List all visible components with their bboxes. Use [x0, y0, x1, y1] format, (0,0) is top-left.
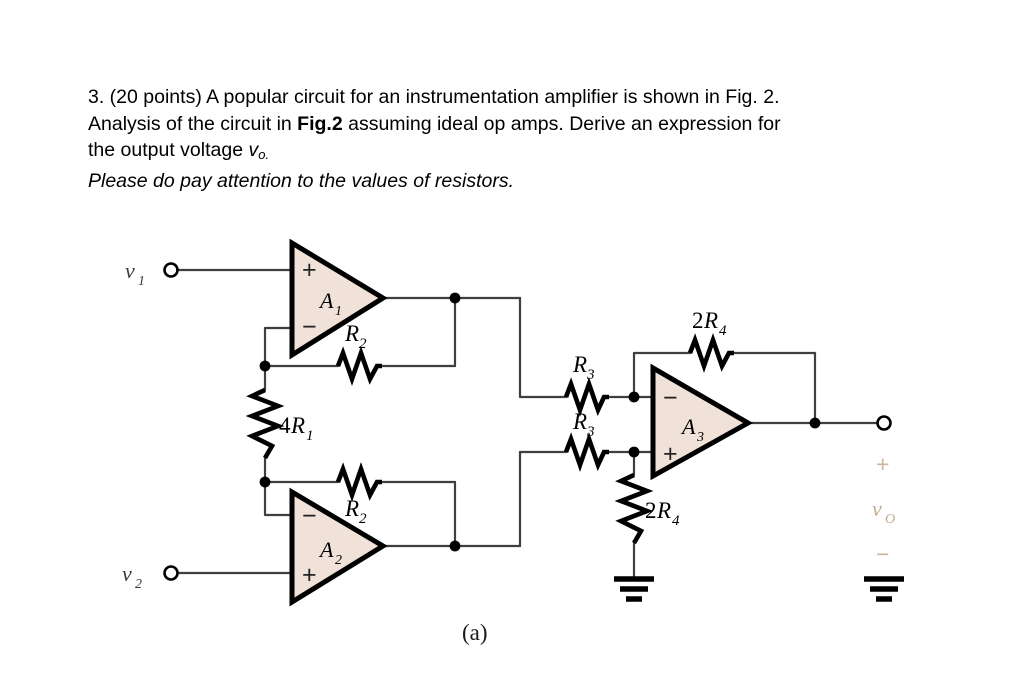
resistor-r3-top-sub: 3	[586, 367, 595, 383]
junction-node-a3-inverting	[628, 391, 640, 403]
junction-node-bottom-left	[259, 476, 271, 488]
opamp-a1[interactable]: + − A 1	[289, 238, 388, 360]
wire-a1out-to-r3top	[518, 296, 568, 399]
opamp-a3-minus-sign: −	[663, 384, 678, 412]
output-plus-sign: +	[876, 451, 889, 477]
resistor-r2-top-sub: 2	[359, 336, 367, 352]
opamp-a2-sub: 2	[335, 553, 342, 568]
resistor-2r4-ground-prefix: 2	[645, 498, 657, 523]
input-label-v1-sub: 1	[138, 274, 145, 289]
opamp-a2-minus-sign: −	[302, 502, 317, 530]
opamp-a3-sub: 3	[696, 430, 704, 445]
resistor-r2-bottom: R 2	[335, 461, 382, 527]
opamp-a3-label: A	[680, 414, 696, 439]
output-label-vo-sub: O	[885, 512, 895, 527]
problem-line-2-part-a: Analysis of the circuit in	[88, 112, 298, 135]
resistor-r3-bottom-label: R	[572, 409, 587, 434]
wire-a3-feedback-right	[732, 351, 817, 425]
opamp-a1-minus-sign: −	[302, 313, 317, 341]
problem-line-1: 3. (20 points) A popular circuit for an …	[88, 84, 918, 111]
problem-line-3-part-a: the output voltage	[88, 139, 249, 161]
resistor-r3-top-label: R	[572, 352, 587, 377]
junction-node-top-left	[259, 360, 271, 372]
resistor-2r4-ground: 2 R 4	[614, 472, 680, 545]
ground-symbol-output	[864, 576, 904, 602]
opamp-a2-label: A	[318, 537, 334, 562]
opamp-a3-plus-sign: +	[663, 440, 678, 468]
junction-node-a3-noninverting	[628, 446, 640, 458]
resistor-2r4-ground-sub: 4	[672, 513, 680, 529]
opamp-a3[interactable]: − + A 3	[650, 363, 754, 481]
problem-vo-var: v	[248, 139, 259, 161]
resistor-r2-bottom-label: R	[344, 496, 359, 521]
opamp-a1-plus-sign: +	[302, 256, 317, 284]
wire-a1-inv-to-node	[263, 326, 294, 368]
opamp-a1-label: A	[318, 288, 334, 313]
output-label-vo: v	[872, 496, 882, 521]
opamp-a1-sub: 1	[335, 304, 342, 319]
problem-line-2-part-b: assuming ideal op amps. Derive an expres…	[342, 112, 781, 135]
wire-a2out-to-r3bot	[518, 450, 568, 548]
resistor-r3-top: R 3	[563, 352, 609, 418]
problem-line-2: Analysis of the circuit in Fig.2 assumin…	[88, 111, 918, 138]
terminal-circle-v1	[163, 262, 179, 278]
resistor-2r4-feedback: 2 R 4	[687, 308, 734, 374]
resistor-r3-bottom: R 3	[563, 409, 609, 473]
resistor-r2-top: R 2	[335, 321, 382, 387]
resistor-2r4-ground-label: R	[656, 498, 671, 523]
input-terminal-v1: v 1	[125, 258, 145, 289]
output-voltage-annotation: + v O −	[872, 451, 895, 567]
ground-symbol-2r4	[614, 576, 654, 602]
input-label-v2: v	[122, 561, 132, 586]
resistor-2r4-feedback-sub: 4	[719, 323, 727, 339]
input-terminal-v2: v 2	[122, 561, 142, 592]
resistor-4r1-sub: 1	[306, 428, 314, 444]
opamp-a2-plus-sign: +	[302, 561, 317, 589]
input-label-v1: v	[125, 258, 135, 283]
resistor-r3-bottom-sub: 3	[586, 424, 595, 440]
resistor-2r4-feedback-label: R	[703, 308, 718, 333]
terminal-circle-vo	[876, 415, 892, 431]
resistor-4r1: 4 R 1	[245, 387, 314, 460]
problem-line-1-text: 3. (20 points) A popular circuit for an …	[88, 86, 780, 108]
input-label-v2-sub: 2	[135, 577, 142, 592]
resistor-r2-top-label: R	[344, 321, 359, 346]
wire-a3-feedback-left	[632, 351, 692, 399]
problem-line-4: Please do pay attention to the values of…	[88, 168, 918, 195]
problem-line-3: the output voltage vo.	[88, 137, 918, 168]
wire-a2-inv-to-node	[263, 480, 294, 517]
output-minus-sign: −	[876, 541, 889, 567]
problem-statement: 3. (20 points) A popular circuit for an …	[88, 84, 918, 195]
problem-line-4-text: Please do pay attention to the values of…	[88, 170, 515, 193]
resistor-r2-bottom-sub: 2	[359, 511, 367, 527]
figure-caption: (a)	[462, 620, 488, 645]
junction-node-a2-output	[449, 540, 461, 552]
problem-vo-sub: o.	[258, 146, 270, 162]
resistor-2r4-feedback-prefix: 2	[692, 308, 704, 333]
opamp-a2[interactable]: − + A 2	[289, 487, 388, 607]
circuit-figure: R 2 R 2 4 R 1 R 3	[0, 210, 1024, 677]
junction-node-output	[809, 417, 821, 429]
resistor-4r1-label: R	[290, 413, 305, 438]
terminal-circle-v2	[163, 565, 179, 581]
problem-fig-ref: Fig.2	[297, 112, 343, 135]
resistor-4r1-prefix: 4	[279, 413, 291, 438]
junction-node-a1-output	[449, 292, 461, 304]
